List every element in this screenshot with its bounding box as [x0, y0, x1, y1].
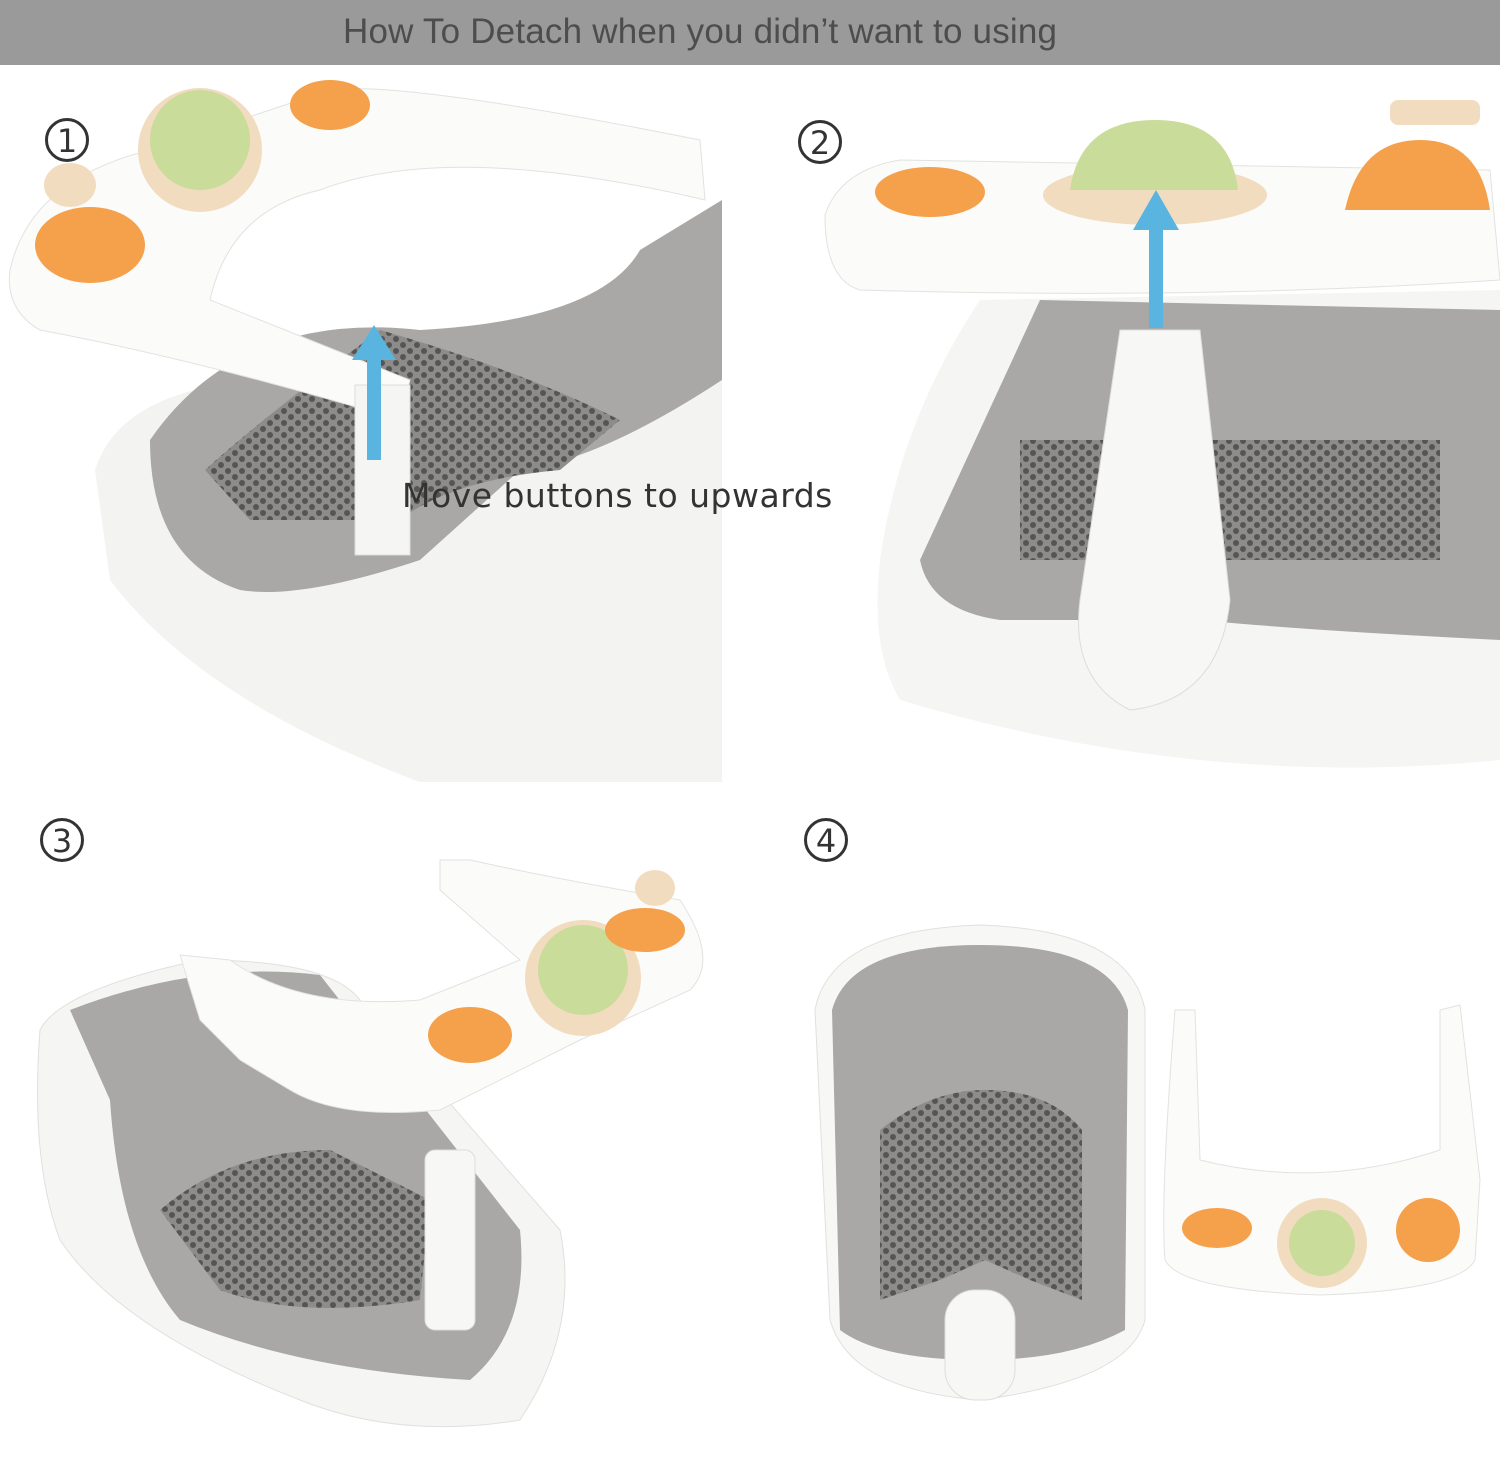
orange-button: [1345, 140, 1490, 210]
step-1-badge: 1: [45, 118, 89, 162]
page-title: How To Detach when you didn’t want to us…: [343, 12, 1058, 51]
orange-button: [35, 207, 145, 283]
mesh-panel: [160, 1150, 430, 1308]
up-arrow: [352, 325, 396, 460]
header-banner: How To Detach when you didn’t want to us…: [0, 0, 1500, 65]
step-4-badge: 4: [804, 818, 848, 862]
panel-step-4: [814, 924, 1481, 1401]
orange-button: [1396, 1198, 1460, 1262]
orange-button: [1182, 1208, 1252, 1248]
support-post: [944, 1289, 1016, 1401]
step-3-badge: 3: [40, 818, 84, 862]
panel-step-1: [0, 65, 722, 782]
cream-knob: [44, 163, 96, 207]
support-post: [424, 1149, 476, 1331]
green-button: [1289, 1210, 1355, 1276]
cream-knob: [1390, 100, 1480, 125]
green-button: [150, 90, 250, 190]
orange-button: [290, 80, 370, 130]
mesh-panel: [205, 330, 620, 520]
cream-knob: [635, 870, 675, 906]
orange-button: [605, 908, 685, 952]
green-button: [1070, 120, 1238, 190]
green-button: [538, 925, 628, 1015]
orange-button: [875, 167, 985, 217]
up-arrow: [1133, 190, 1179, 328]
mesh-panel: [1020, 440, 1440, 560]
support-post: [1078, 329, 1231, 711]
step-1-caption: Move buttons to upwards: [402, 476, 833, 515]
tray-post: [354, 384, 411, 556]
step-2-badge: 2: [798, 120, 842, 164]
panel-step-2: [824, 100, 1500, 768]
panel-step-3: [37, 859, 704, 1428]
orange-button: [428, 1007, 512, 1063]
mesh-panel: [880, 1090, 1082, 1300]
